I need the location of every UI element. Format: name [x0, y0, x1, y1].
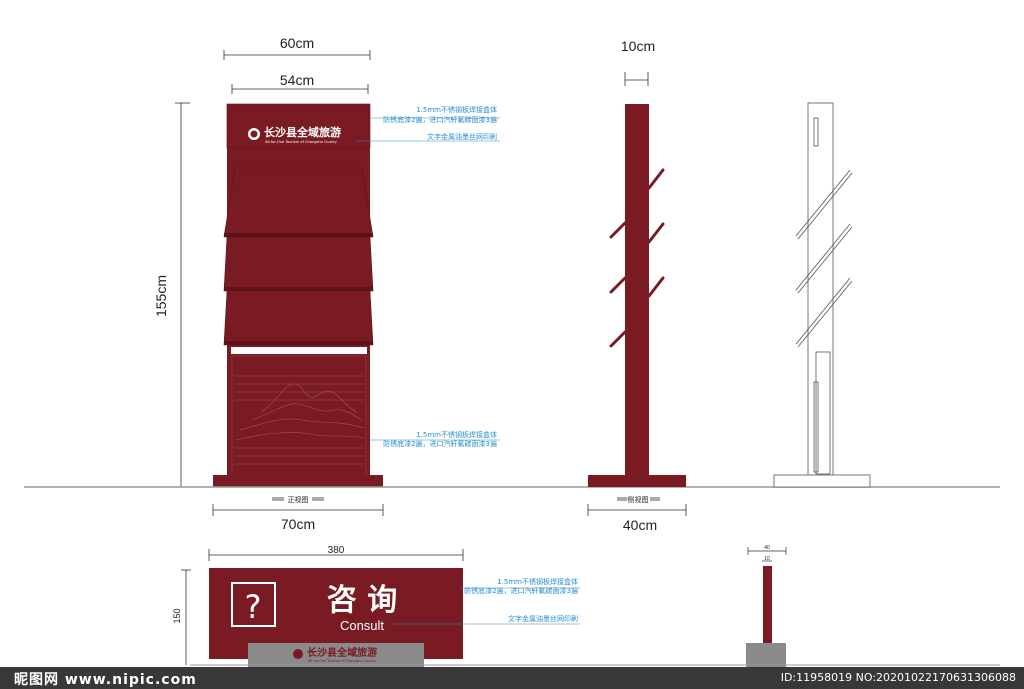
dim-side-top: 10cm — [621, 38, 655, 54]
front-view-label: 正视图 — [288, 495, 309, 504]
question-icon — [231, 582, 276, 627]
question-mark: ? — [245, 588, 262, 626]
front-note-bottom-1: 1.5mm不锈钢板焊接盒体 — [416, 430, 497, 439]
dim-top-outer: 60cm — [280, 35, 314, 51]
front-shelf-1 — [223, 167, 374, 238]
consult-brand-plate — [248, 643, 424, 667]
side-view-label: 侧视图 — [628, 495, 649, 504]
dim-consult-side-inner: 10 — [764, 556, 770, 562]
front-view: 60cm 54cm 155cm 长沙县全域旅游 All-for-One Tour… — [153, 35, 500, 532]
consult-logo-icon — [293, 649, 303, 659]
front-note-top-2: 防锈底漆2遍，进口汽轩氟碳面漆3遍 — [383, 115, 497, 124]
front-note-bottom-2: 防锈底漆2遍，进口汽轩氟碳面漆3遍 — [383, 439, 497, 448]
dim-consult-width: 380 — [328, 545, 345, 556]
side-column — [625, 104, 649, 475]
consult-title-cn: 咨 询 — [327, 583, 397, 618]
dim-top-inner: 54cm — [280, 72, 314, 88]
front-base — [213, 475, 383, 487]
side-base — [588, 475, 686, 487]
watermark-right: ID:11958019 NO:20201022170631306088 — [780, 671, 1016, 684]
front-note-top-3: 文字金属油墨丝网印刷 — [427, 132, 497, 141]
side-brackets — [609, 168, 665, 348]
dim-height: 155cm — [153, 275, 169, 317]
watermark-bar: 昵图网 www.nipic.com ID:11958019 NO:2020102… — [0, 667, 1024, 689]
consult-note-3: 文字金属油墨丝网印刷 — [508, 614, 578, 623]
watermark-left: 昵图网 www.nipic.com — [14, 672, 197, 688]
front-shelf-3 — [223, 290, 374, 346]
consult-note-2: 防锈底漆2遍，进口汽轩氟碳面漆3遍 — [464, 586, 578, 595]
consult-side-column — [763, 566, 772, 659]
consult-side-base — [746, 643, 786, 667]
front-brand-title: 长沙县全域旅游 — [264, 125, 341, 139]
consult-brand-title: 长沙县全域旅游 — [307, 646, 377, 659]
outline-brackets — [795, 169, 853, 348]
consult-sign: 380 150 ? 咨 询 Consult 长沙县全域旅游 All-for-On… — [172, 545, 580, 667]
consult-side-view: 40 10 — [746, 545, 787, 667]
front-light-strip — [231, 347, 367, 354]
dim-side-base: 40cm — [623, 517, 657, 533]
side-view-outline — [773, 102, 871, 488]
consult-title-en: Consult — [340, 618, 384, 633]
dim-base: 70cm — [281, 516, 315, 532]
front-shelf-2 — [223, 236, 374, 292]
dim-consult-side-outer: 40 — [764, 545, 770, 551]
front-note-top-1: 1.5mm不锈钢板焊接盒体 — [416, 105, 497, 114]
consult-note-1: 1.5mm不锈钢板焊接盒体 — [497, 577, 578, 586]
mountain-pattern — [234, 375, 365, 465]
side-view: 10cm 侧视图 40cm — [587, 38, 687, 533]
front-lower-panel — [231, 355, 367, 477]
front-brand-subtitle: All-for-One Tourism of Changsha County — [265, 140, 338, 144]
consult-brand-subtitle: All-for-One Tourism of Changsha County — [308, 659, 376, 663]
front-header-plate — [226, 103, 371, 149]
dim-consult-height: 150 — [172, 608, 182, 623]
